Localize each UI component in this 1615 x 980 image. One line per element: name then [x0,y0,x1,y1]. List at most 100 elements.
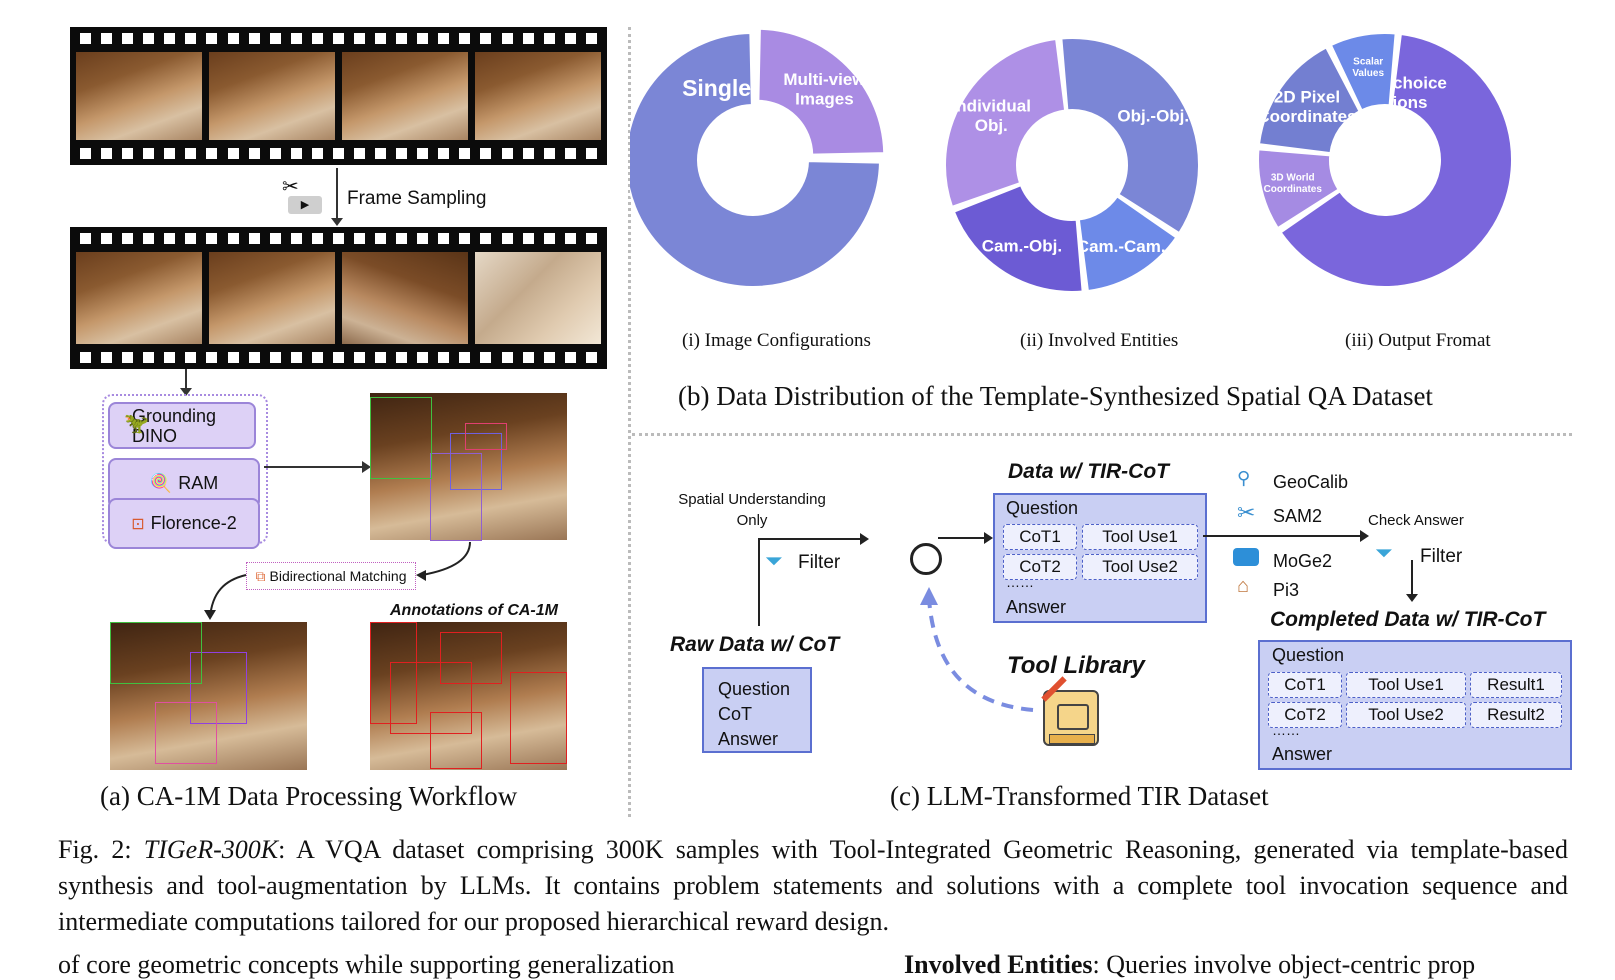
filter-label-2: Filter [1420,546,1463,567]
openai-logo-icon [910,543,942,575]
ram-icon: 🍭 [149,473,173,493]
donut-segment [952,183,1084,293]
film-strip-bottom [70,227,607,369]
donut-caption-3: (iii) Output Fromat [1345,330,1491,351]
tool-use1-chip: Tool Use1 [1346,672,1466,698]
tool-label: Florence-2 [150,513,237,533]
panel-b-caption: (b) Data Distribution of the Template-Sy… [678,381,1433,411]
donut-label: Cam.-Obj. [982,237,1062,256]
caption-text: : A VQA dataset comprising 300K samples … [58,835,1568,936]
cot2-chip: CoT2 [1003,554,1077,580]
tool-library-icon [1041,676,1099,746]
matching-label: Bidirectional Matching [269,568,407,584]
dino-icon: 🦖 [124,413,149,435]
raw-data-title: Raw Data w/ CoT [670,633,840,656]
raw-line: Answer [718,729,779,749]
tool-name-moge2: MoGe2 [1273,551,1333,571]
film-strip-top [70,27,607,165]
donut-caption-2: (ii) Involved Entities [1020,330,1179,351]
video-frame [342,252,468,344]
video-frame [342,52,468,140]
tool-use2-chip: Tool Use2 [1082,554,1198,580]
ellipsis: …… [1006,574,1034,590]
result2-chip: Result2 [1470,702,1562,728]
check-answer-label: Check Answer [1368,512,1464,529]
video-frame [475,52,601,140]
tir-answer: Answer [1006,597,1067,617]
video-frame [475,252,601,344]
donut-segment [757,27,886,156]
filter-icon-1: ⏷ [765,548,783,573]
filter-icon-2: ⏷ [1375,540,1393,565]
camera-icon [1233,548,1259,566]
vertical-divider [628,27,631,817]
cot1-chip: CoT1 [1003,524,1077,550]
annotated-image-left [110,622,307,770]
filter-label-1: Filter [798,552,841,573]
completed-question: Question [1272,645,1345,665]
donut-segment [1257,46,1361,155]
annotated-image-right [370,622,567,770]
spatial-only-label: Spatial Understanding Only [678,491,826,529]
tool-use1-chip: Tool Use1 [1082,524,1198,550]
figure-caption: Fig. 2: TIGeR-300K: A VQA dataset compri… [58,832,1568,940]
video-frame [76,252,202,344]
caption-prefix: Fig. 2: [58,835,144,864]
donut-segment [1077,194,1178,293]
matching-arrows [204,541,471,620]
ellipsis: …… [1272,722,1300,738]
tool-name-pi3: Pi3 [1273,580,1300,600]
body-text-right: Involved Entities: Queries involve objec… [904,950,1475,980]
tool-label: Grounding DINO [132,405,217,446]
video-frame [209,52,335,140]
horizontal-divider [632,433,1572,436]
video-play-icon: ▶ [288,196,322,214]
frame-sampling-label: Frame Sampling [347,188,487,209]
completed-data-title: Completed Data w/ TIR-CoT [1270,608,1546,631]
geocalib-icon: ⚲ [1237,468,1251,488]
raw-line: CoT [718,704,753,724]
donut-segment [944,37,1067,209]
florence-box: ⊡ Florence-2 [108,498,260,549]
donut-caption-1: (i) Image Configurations [682,330,871,351]
tool-name-sam2: SAM2 [1273,506,1323,526]
tool-library-arrow [920,587,1034,712]
panel-c-caption: (c) LLM-Transformed TIR Dataset [890,781,1269,811]
scissors-icon: ✂ [282,176,299,198]
detection-image [370,393,567,541]
annotations-title: Annotations of CA-1M [390,602,558,619]
donut-segment [1060,37,1200,235]
donut-segment [1279,32,1513,288]
dataset-name: TIGeR-300K [143,835,279,864]
bidirectional-matching-box: ⧉ Bidirectional Matching [246,562,416,590]
donut-label: Cam.-Cam. [1077,237,1166,256]
donut-segment [630,32,881,288]
result1-chip: Result1 [1470,672,1562,698]
tool-name-geocalib: GeoCalib [1273,472,1349,492]
grounding-dino-box: 🦖 Grounding DINO [108,402,256,449]
body-text-left: of core geometric concepts while support… [58,950,675,979]
donut-segment [1329,32,1397,112]
tool-library-title: Tool Library [1007,652,1145,679]
donut-label: Obj.-Obj. [1117,107,1189,126]
video-frame [76,52,202,140]
tir-question: Question [1006,498,1079,518]
cot2-chip: CoT2 [1268,702,1342,728]
matching-icon: ⧉ [255,567,266,584]
florence-icon: ⊡ [131,515,145,533]
tool-use2-chip: Tool Use2 [1346,702,1466,728]
donut-segment [1257,148,1340,230]
panel-a-caption: (a) CA-1M Data Processing Workflow [100,781,518,811]
video-frame [209,252,335,344]
tir-data-title: Data w/ TIR-CoT [1008,460,1169,483]
raw-line: Question [718,679,791,699]
frame-sampling-arrow [336,168,338,222]
cot1-chip: CoT1 [1268,672,1342,698]
house-icon: ⌂ [1237,575,1250,597]
